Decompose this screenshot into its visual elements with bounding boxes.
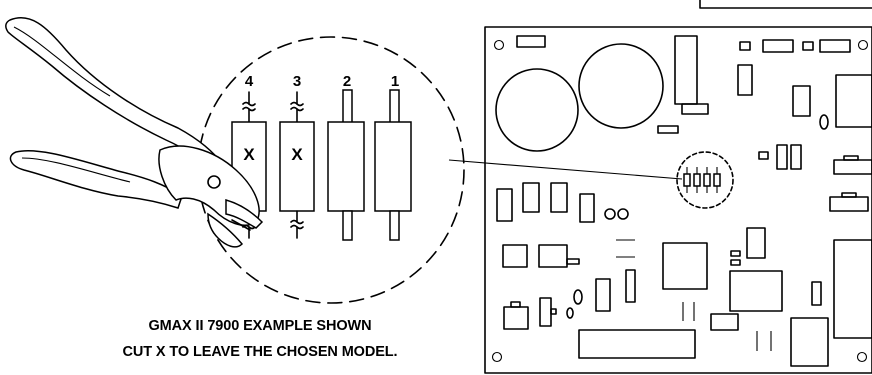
- top-right-box-edge: [699, 0, 872, 9]
- component: [539, 297, 552, 327]
- component: [522, 182, 540, 213]
- component: [762, 39, 794, 53]
- component: [776, 144, 788, 170]
- component: [595, 278, 611, 312]
- component: [566, 258, 580, 265]
- component: [579, 193, 595, 223]
- mounting-hole: [491, 351, 503, 363]
- component: [746, 227, 766, 259]
- component: [550, 182, 568, 213]
- component: [790, 144, 802, 170]
- connector-base: [681, 103, 709, 115]
- component: [503, 306, 529, 330]
- component: [802, 41, 814, 51]
- component: [510, 301, 521, 308]
- component: [829, 196, 869, 212]
- component: [739, 41, 751, 51]
- component: [730, 250, 741, 257]
- caption-line-1: GMAX II 7900 EXAMPLE SHOWN: [148, 318, 372, 334]
- jumper-number-1: 1: [391, 73, 399, 90]
- board-jumpers: [683, 167, 721, 193]
- jumper-3: [279, 91, 315, 239]
- component: [578, 329, 696, 359]
- component: [833, 239, 872, 339]
- capacitor-large: [578, 43, 664, 129]
- component: [625, 269, 636, 303]
- component: [811, 281, 822, 306]
- board-outline: [484, 26, 872, 374]
- jumper-number-3: 3: [293, 73, 301, 90]
- jumper-2: [327, 89, 365, 241]
- component: [758, 151, 769, 160]
- component: [573, 289, 583, 305]
- jumper-number-4: 4: [245, 73, 254, 90]
- component: [496, 188, 513, 222]
- component: [566, 307, 574, 319]
- component: [604, 208, 616, 220]
- component: [792, 85, 811, 117]
- cut-mark-3: X: [291, 145, 303, 164]
- component: [819, 114, 829, 130]
- mounting-hole: [857, 39, 869, 51]
- component: [710, 313, 739, 331]
- component: [538, 244, 568, 268]
- capacitor-large: [495, 68, 579, 152]
- component: [662, 242, 708, 290]
- wire-cutters-icon: [5, 17, 264, 248]
- connector: [674, 35, 698, 105]
- leader-line: [448, 159, 683, 180]
- jumper-area-outline: [676, 151, 734, 209]
- component: [502, 244, 528, 268]
- component: [737, 64, 753, 96]
- component: [819, 39, 851, 53]
- component: [617, 208, 629, 220]
- component: [550, 308, 557, 315]
- component: [790, 317, 829, 367]
- circuit-board: [484, 26, 872, 374]
- jumper-1: [374, 89, 412, 241]
- component: [657, 125, 679, 134]
- mounting-hole: [493, 39, 505, 51]
- component: [843, 155, 859, 161]
- component: [516, 35, 546, 48]
- jumper-number-2: 2: [343, 73, 351, 90]
- component: [841, 192, 857, 198]
- cut-mark-4: X: [243, 145, 255, 164]
- mounting-hole: [856, 351, 868, 363]
- component: [730, 259, 741, 266]
- component: [835, 74, 872, 128]
- component: [833, 159, 872, 175]
- component: [729, 270, 783, 312]
- caption-line-2: CUT X TO LEAVE THE CHOSEN MODEL.: [122, 344, 398, 360]
